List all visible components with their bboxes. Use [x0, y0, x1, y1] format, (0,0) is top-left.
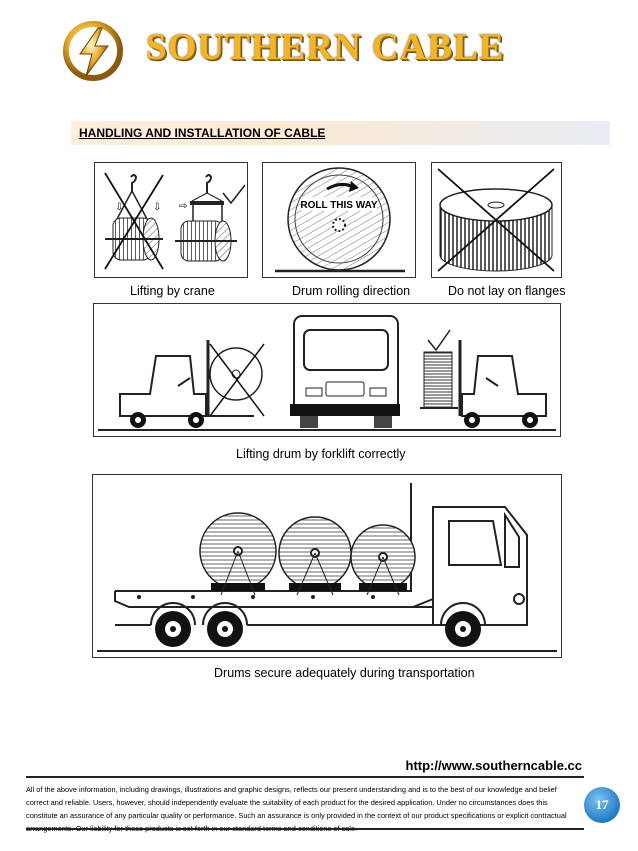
section-bar — [71, 121, 610, 145]
forklift-caption: Lifting drum by forklift correctly — [236, 447, 406, 461]
crane-figure: ⇩ ⇩ ⇨ — [94, 162, 248, 278]
page-number-badge: 17 — [583, 786, 621, 824]
flanges-figure — [431, 162, 562, 278]
rolling-caption: Drum rolling direction — [292, 284, 411, 298]
footer-rule-bottom — [26, 828, 584, 830]
transport-caption: Drums secure adequately during transport… — [214, 666, 475, 680]
svg-text:⇩: ⇩ — [153, 202, 161, 213]
footer-rule-top — [26, 776, 584, 778]
transport-illustration — [97, 483, 557, 652]
section-title: HANDLING AND INSTALLATION OF CABLE — [79, 126, 326, 140]
svg-text:⇩: ⇩ — [115, 202, 123, 213]
flanges-illustration — [437, 168, 555, 272]
page-number: 17 — [595, 797, 609, 812]
brand-title: SOUTHERN CABLE — [146, 27, 505, 68]
roll-label: ROLL THIS WAY — [300, 200, 378, 211]
forklift-figure — [93, 303, 561, 437]
lightning-logo-icon — [63, 21, 123, 81]
flanges-caption: Do not lay on flanges — [448, 284, 566, 298]
rolling-illustration: ROLL THIS WAY — [275, 167, 405, 273]
page-badge-icon — [584, 787, 620, 823]
transport-figure — [92, 474, 562, 658]
rolling-figure: ROLL THIS WAY — [262, 162, 416, 278]
forklift-illustration — [98, 315, 556, 431]
website-link[interactable]: http://www.southerncable.cc — [405, 758, 582, 773]
crane-caption: Lifting by crane — [130, 284, 215, 298]
svg-text:⇨: ⇨ — [179, 201, 187, 212]
crane-illustration: ⇩ ⇩ ⇨ — [104, 172, 246, 270]
